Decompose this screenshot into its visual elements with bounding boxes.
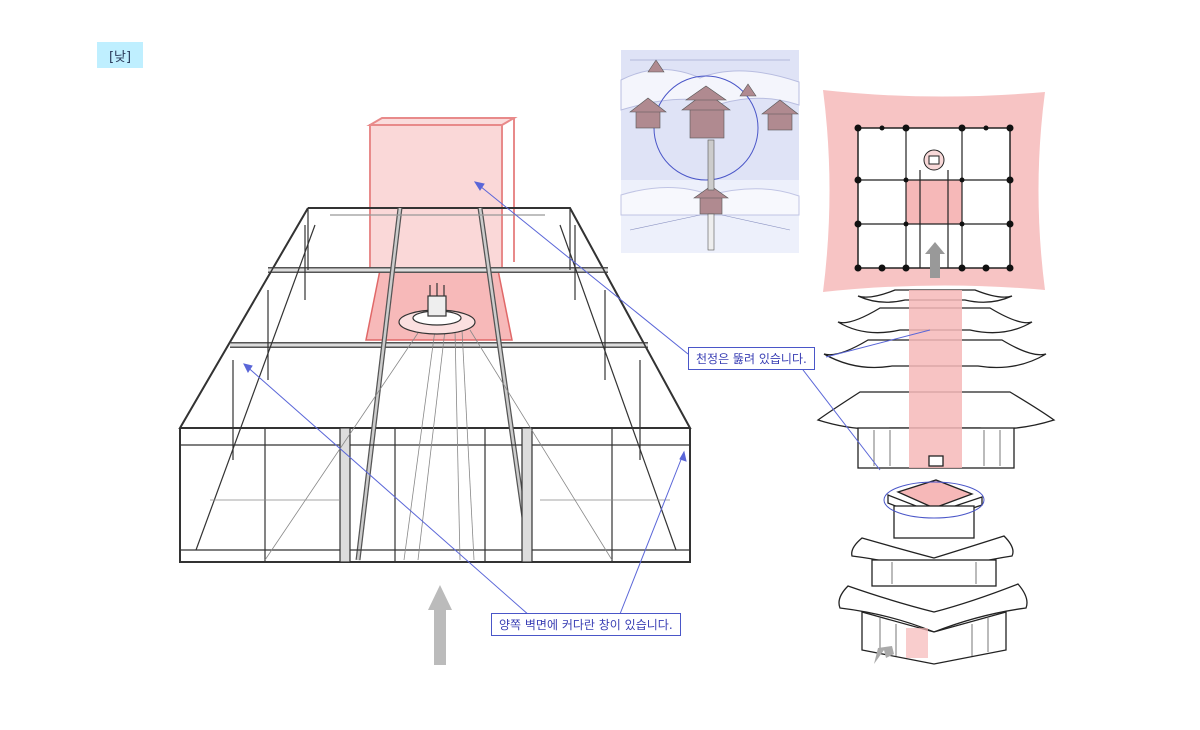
throne-altar	[398, 283, 476, 335]
pagoda-exterior	[838, 479, 1028, 665]
ceiling-callout: 천정은 뚫려 있습니다.	[688, 347, 815, 370]
plan-arrow-icon	[925, 242, 945, 278]
pagoda-entrance-arrow-icon	[874, 646, 894, 664]
floor-plan	[823, 90, 1045, 292]
callout-leaders	[243, 181, 931, 617]
reference-thumbnail	[620, 50, 800, 253]
time-tag: [낮]	[97, 42, 143, 68]
pagoda-section	[816, 289, 1056, 469]
hall-wireframe	[178, 117, 692, 563]
windows-callout: 양쪽 벽면에 커다란 창이 있습니다.	[491, 613, 681, 636]
entrance-arrow-icon	[428, 585, 452, 665]
